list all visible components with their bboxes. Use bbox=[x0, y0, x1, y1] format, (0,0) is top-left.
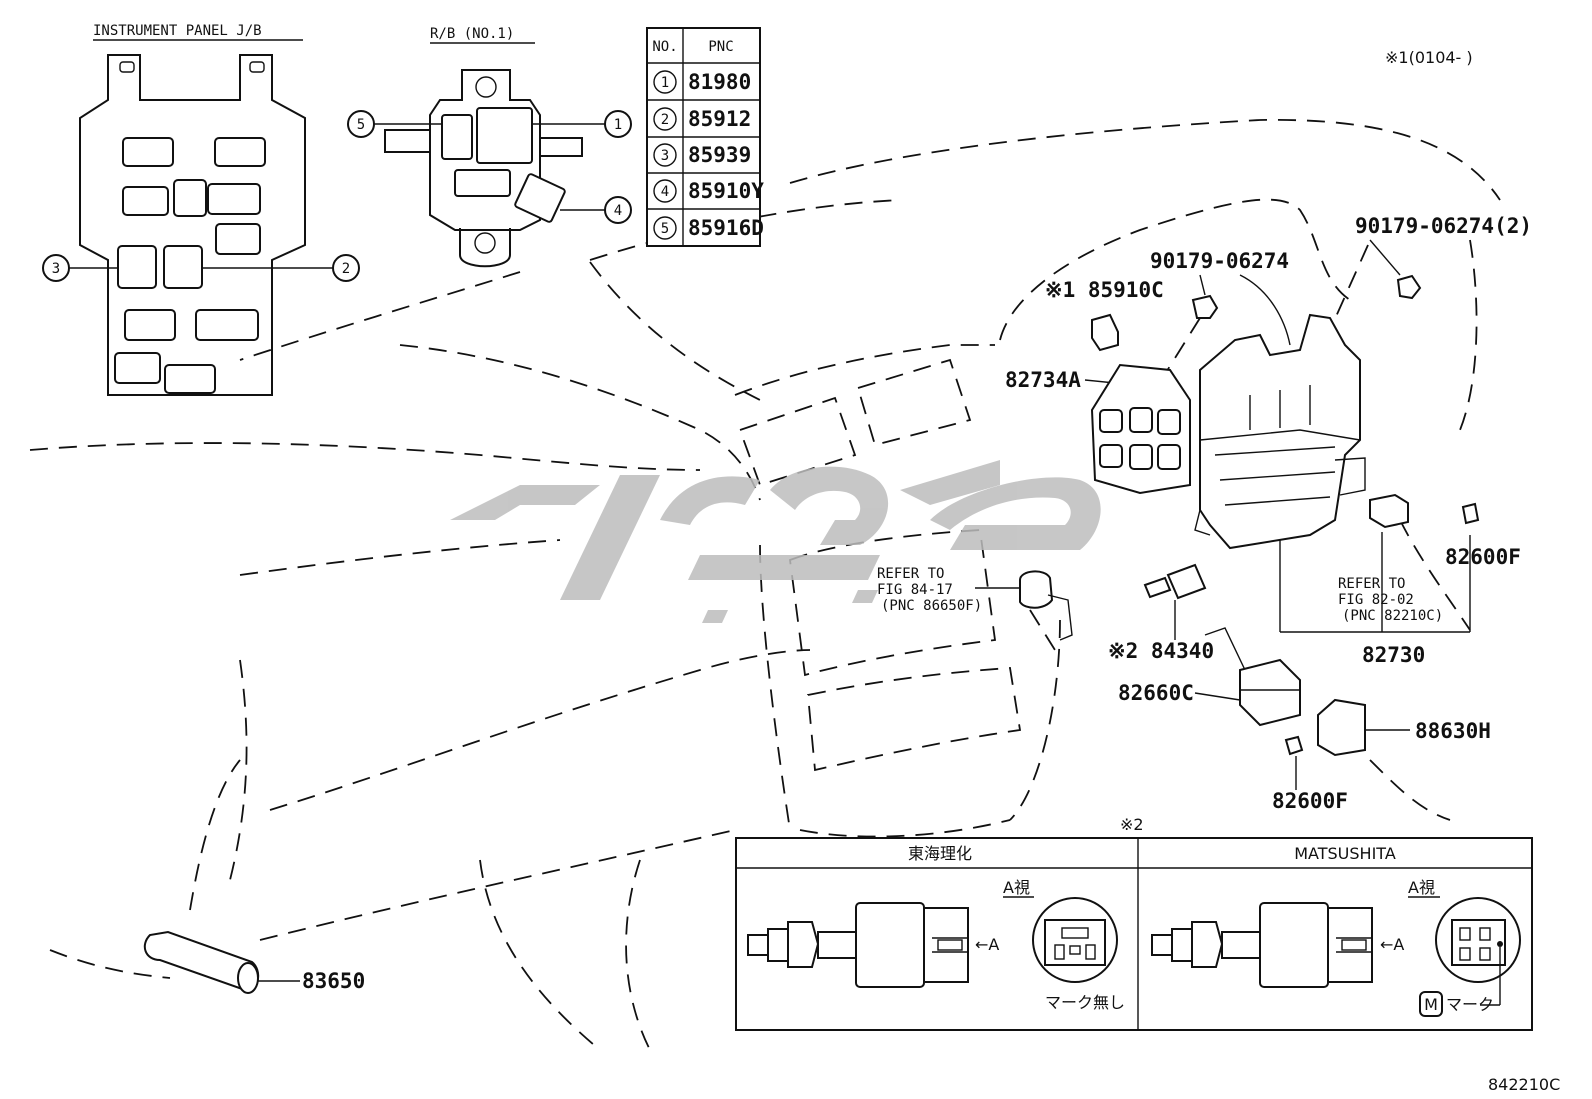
pnc-row-no: 5 bbox=[661, 221, 669, 237]
arrow-a-right: ←A bbox=[1380, 935, 1404, 954]
switch-matsushita: ←A A視 M マーク bbox=[1151, 878, 1521, 1017]
refer-note-left: REFER TO FIG 84-17 (PNC 86650F) bbox=[877, 566, 1020, 614]
pnc-row-no: 2 bbox=[661, 112, 669, 128]
refer-left-line1: REFER TO bbox=[877, 566, 944, 582]
label-82600f-bottom: 82600F bbox=[1272, 789, 1348, 813]
relay-block-no1: R/B (NO.1) 5 1 4 bbox=[347, 26, 632, 268]
refer-left-line3: (PNC 86650F) bbox=[881, 598, 982, 614]
pnc-row-code: 85916D bbox=[688, 216, 764, 240]
instrument-panel-jb-title: INSTRUMENT PANEL J/B bbox=[93, 23, 262, 39]
pnc-row-code: 85912 bbox=[688, 107, 751, 131]
inset-switch-variants: ※2 東海理化 MATSUSHITA ←A A視 マーク無し bbox=[735, 815, 1533, 1031]
pnc-table: NO. PNC 1 81980 2 85912 3 85939 4 85910Y… bbox=[646, 27, 764, 247]
label-82734a: 82734A bbox=[1005, 368, 1081, 392]
refer-right-line3: (PNC 82210C) bbox=[1342, 608, 1443, 624]
pnc-table-row: 2 85912 bbox=[653, 107, 751, 131]
label-90179-a: 90179-06274 bbox=[1150, 249, 1289, 273]
view-a-left: A視 bbox=[1003, 878, 1030, 897]
refer-left-line2: FIG 84-17 bbox=[877, 582, 953, 598]
pnc-table-row: 3 85939 bbox=[653, 143, 751, 167]
part-88630h: 88630H bbox=[1317, 698, 1491, 757]
label-82600f-right: 82600F bbox=[1445, 545, 1521, 569]
part-85910c: ※1 85910C bbox=[1045, 278, 1164, 352]
dashboard-outline bbox=[29, 118, 1501, 1051]
pnc-table-row: 5 85916D bbox=[653, 216, 764, 240]
pnc-row-no: 4 bbox=[661, 184, 669, 200]
part-82734a: 82734A bbox=[1005, 363, 1191, 495]
note-mark: マーク bbox=[1446, 995, 1494, 1014]
label-90179-b: 90179-06274(2) bbox=[1355, 214, 1532, 238]
jb-callout-2: 2 bbox=[342, 261, 350, 277]
figure-id: 842210C bbox=[1488, 1075, 1560, 1094]
part-83650: 83650 bbox=[143, 930, 365, 994]
pnc-table-row: 4 85910Y bbox=[653, 179, 764, 203]
pnc-table-row: 1 81980 bbox=[653, 70, 751, 94]
part-86650f-horn bbox=[1019, 570, 1073, 651]
label-88630h: 88630H bbox=[1415, 719, 1491, 743]
pnc-row-no: 3 bbox=[661, 148, 669, 164]
watermark-logo bbox=[450, 460, 1101, 623]
part-82660c: 82660C bbox=[1118, 627, 1301, 727]
refer-right-line1: REFER TO bbox=[1338, 576, 1405, 592]
refer-right-line2: FIG 82-02 bbox=[1338, 592, 1414, 608]
note-no-mark: マーク無し bbox=[1045, 993, 1125, 1012]
inset-title: ※2 bbox=[1120, 815, 1144, 834]
inset-col-matsushita: MATSUSHITA bbox=[1294, 844, 1396, 863]
rb-callout-5: 5 bbox=[357, 117, 365, 133]
label-82730: 82730 bbox=[1362, 643, 1425, 667]
part-82600f-bottom: 82600F bbox=[1272, 735, 1348, 813]
arrow-a-left: ←A bbox=[975, 935, 999, 954]
note-range: ※1(0104- ) bbox=[1385, 48, 1473, 67]
label-83650: 83650 bbox=[302, 969, 365, 993]
refer-note-right: REFER TO FIG 82-02 (PNC 82210C) bbox=[1338, 576, 1443, 624]
instrument-panel-jb: INSTRUMENT PANEL J/B 3 2 bbox=[42, 23, 360, 396]
part-82730-junction-block: 82730 bbox=[1194, 313, 1471, 667]
part-84340-stop-switch: ※2 84340 bbox=[1108, 563, 1214, 663]
part-82600f-right: 82600F bbox=[1445, 502, 1521, 569]
rb-callout-4: 4 bbox=[614, 203, 622, 219]
pnc-row-code: 85910Y bbox=[688, 179, 764, 203]
mark-letter-icon: M bbox=[1424, 995, 1438, 1014]
part-82210c-relay bbox=[1369, 493, 1409, 529]
part-90179-06274-2: 90179-06274(2) bbox=[1329, 214, 1532, 331]
label-85910c: ※1 85910C bbox=[1045, 278, 1164, 302]
inset-col-tokai-rika: 東海理化 bbox=[908, 844, 972, 863]
relay-block-title: R/B (NO.1) bbox=[430, 26, 514, 42]
pnc-row-code: 81980 bbox=[688, 70, 751, 94]
jb-callout-3: 3 bbox=[52, 261, 60, 277]
pnc-row-code: 85939 bbox=[688, 143, 751, 167]
pnc-row-no: 1 bbox=[661, 75, 669, 91]
label-84340: ※2 84340 bbox=[1108, 639, 1214, 663]
switch-tokai-rika: ←A A視 マーク無し bbox=[747, 878, 1125, 1012]
part-90179-06274: 90179-06274 bbox=[1150, 249, 1291, 391]
rb-callout-1: 1 bbox=[614, 117, 622, 133]
view-a-right: A視 bbox=[1408, 878, 1435, 897]
pnc-table-header-no: NO. bbox=[652, 39, 677, 55]
label-82660c: 82660C bbox=[1118, 681, 1194, 705]
pnc-table-header-pnc: PNC bbox=[708, 39, 733, 55]
